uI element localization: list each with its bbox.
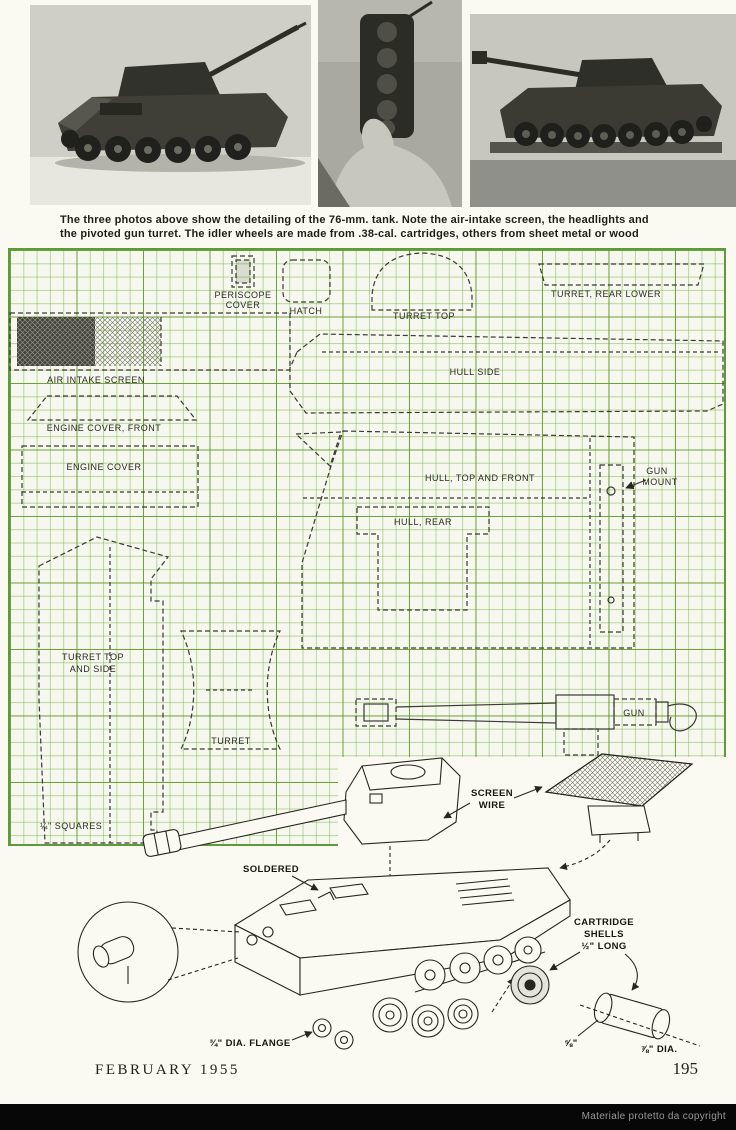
label-five-eighths: ⅝" xyxy=(564,1038,577,1049)
caption-line-1: The three photos above show the detailin… xyxy=(60,214,649,226)
assembly-tank-body xyxy=(233,867,571,996)
label-cartridge-shells-3: ½" LONG xyxy=(581,941,626,952)
copyright-text: Materiale protetto da copyright xyxy=(581,1111,726,1122)
footer-issue-date: FEBRUARY 1955 xyxy=(95,1062,240,1078)
footer-page-number: 195 xyxy=(672,1059,699,1078)
track-photo-art xyxy=(318,0,462,207)
label-cartridge-shells-2: SHELLS xyxy=(584,929,624,940)
photo-tank-side-view xyxy=(470,14,736,207)
assembly-headlight-detail xyxy=(77,901,241,1003)
assembly-cartridge-detail xyxy=(510,965,701,1047)
label-cartridge-shells: CARTRIDGE xyxy=(574,917,634,928)
tank-front-photo-art xyxy=(30,5,311,205)
tank-side-photo-art xyxy=(470,14,736,207)
photo-tank-front-quarter-view xyxy=(30,5,311,205)
caption-line-2: the pivoted gun turret. The idler wheels… xyxy=(60,228,639,240)
pattern-grid-paper xyxy=(8,248,726,846)
label-flange-dia: ¾" DIA. FLANGE xyxy=(209,1038,290,1049)
label-seven-eighths-dia: ⅞" DIA. xyxy=(641,1044,678,1055)
assembly-detached-wheels xyxy=(312,977,515,1050)
photo-track-assembly-in-hand xyxy=(318,0,462,207)
label-soldered: SOLDERED xyxy=(243,864,299,875)
copyright-bar: Materiale protetto da copyright xyxy=(0,1104,736,1130)
photo-caption: The three photos above show the detailin… xyxy=(60,213,710,241)
